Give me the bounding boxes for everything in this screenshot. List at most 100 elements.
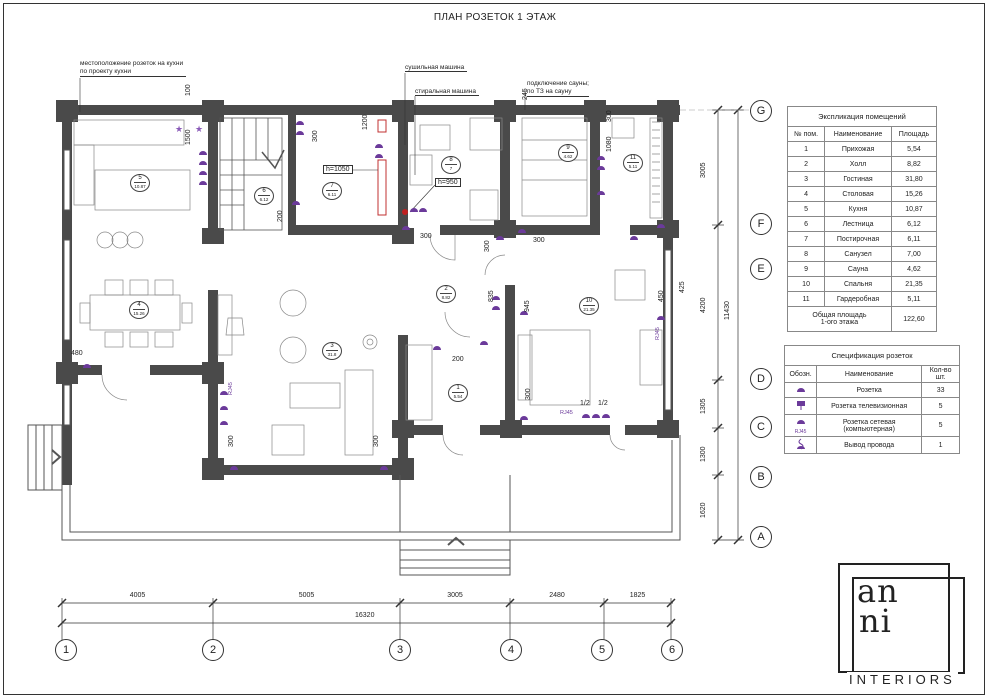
- table-cell: 10: [786, 276, 826, 292]
- plan-title: ПЛАН РОЗЕТОК 1 ЭТАЖ: [433, 12, 557, 23]
- table-cell: 8: [786, 246, 826, 262]
- dim-label: 1500: [185, 129, 192, 145]
- room-tag-area: 6.12: [259, 197, 269, 202]
- total-label: Общая площадь 1-ого этажа: [787, 306, 892, 332]
- dim-label: 100: [185, 84, 192, 96]
- dim-label: 200: [452, 356, 464, 363]
- spec-tag: RJ45: [794, 429, 807, 435]
- spec-table: Спецификация розеток Обозн. Наименование…: [783, 345, 960, 454]
- dim-right: 1305: [700, 398, 707, 414]
- dim-right: 4200: [700, 296, 707, 313]
- table-cell: 4: [786, 186, 826, 202]
- dim-label: 945: [524, 300, 531, 312]
- room-tag-number: 9: [562, 145, 574, 153]
- dim-label: 300: [228, 435, 235, 447]
- dim-right-total: 11430: [724, 301, 731, 320]
- room-tag-number: 10: [583, 298, 595, 306]
- table-cell: 3: [786, 171, 826, 187]
- axis-bubble: 6: [661, 639, 683, 661]
- dim-bottom: 1825: [629, 592, 646, 599]
- kitchen-callout: местоположение розеток на кухни по проек…: [80, 60, 187, 77]
- spec-name-cell: Розетка: [816, 382, 923, 398]
- spec-symbol-cell: RJ45: [783, 414, 818, 437]
- table-cell: Гардеробная: [824, 291, 892, 307]
- table-cell: 6,12: [890, 216, 938, 232]
- tv-socket-icon: [794, 399, 808, 413]
- room-tag-number: 8: [445, 157, 457, 165]
- table-cell: 8,82: [890, 156, 938, 172]
- wire-outlet-icon: [794, 438, 808, 452]
- table-cell: 5,11: [890, 291, 938, 307]
- height-1050: h=1050: [323, 165, 353, 174]
- table-cell: Лестница: [824, 216, 892, 232]
- dim-bottom: 3005: [447, 592, 463, 599]
- network-socket-icon: [794, 416, 808, 428]
- logo-word: INTERIORS: [847, 672, 958, 687]
- spec-qty-cell: 5: [921, 414, 960, 437]
- table-cell: Санузел: [824, 246, 892, 262]
- dim-label: RJ45: [228, 382, 234, 395]
- dim-label: 1200: [362, 114, 369, 130]
- dim-label: 300: [312, 130, 319, 142]
- room-tag-number: 6: [258, 188, 270, 196]
- spec-qty-cell: 33: [921, 382, 960, 398]
- room-tag-number: 1: [452, 385, 464, 393]
- height-950: h=950: [435, 178, 461, 187]
- table-cell: Кухня: [824, 201, 892, 217]
- table-cell: 2: [786, 156, 826, 172]
- dim-right: 1620: [700, 501, 707, 518]
- room-tag-area: 5.54: [453, 394, 463, 399]
- table-cell: 21,35: [890, 276, 938, 292]
- table-cell: 15,26: [890, 186, 938, 202]
- dim-label: 1/2: [598, 400, 608, 407]
- table-cell: 4,62: [890, 261, 938, 277]
- axis-bubble: 1: [55, 639, 77, 661]
- room-tag-area: 5.11: [628, 164, 638, 169]
- room-tag-number: 3: [326, 343, 338, 351]
- logo-line1: an: [857, 572, 899, 610]
- room-tag-area: 10.87: [134, 184, 146, 189]
- spec-qty-cell: 5: [921, 397, 960, 415]
- svg-text:★: ★: [195, 125, 203, 135]
- axis-bubble: E: [750, 258, 772, 280]
- table-cell: 6,11: [890, 231, 938, 247]
- dim-label: 300: [420, 233, 432, 240]
- axis-bubble: B: [750, 466, 772, 488]
- room-tag-area: 7: [449, 166, 453, 171]
- room-tag-area: 4.62: [563, 154, 573, 159]
- axis-bubble: D: [750, 368, 772, 390]
- table-cell: 7,00: [890, 246, 938, 262]
- total-value: 122,60: [890, 306, 938, 332]
- room-tag-area: 31.8: [327, 352, 337, 357]
- logo-line2: ni: [859, 602, 892, 640]
- dim-label: 480: [71, 350, 83, 357]
- dim-label: 1080: [606, 136, 613, 152]
- axis-bubble: A: [750, 526, 772, 548]
- table-cell: 1: [786, 141, 826, 157]
- spec-name-cell: Розетка телевизионная: [816, 397, 923, 415]
- table-cell: Гостиная: [824, 171, 892, 187]
- dim-label: RJ45: [560, 410, 573, 416]
- col-symbol: Обозн.: [783, 365, 818, 383]
- col-name: Наименование: [824, 126, 892, 142]
- room-tag-area: 21.35: [583, 307, 595, 312]
- col-spec-name: Наименование: [816, 365, 923, 383]
- col-area: Площадь: [890, 126, 938, 142]
- dim-label: 300: [373, 435, 380, 447]
- dim-label: 1/2: [580, 400, 590, 407]
- table-cell: 7: [786, 231, 826, 247]
- rooms-table-caption: Экспликация помещений: [787, 106, 937, 126]
